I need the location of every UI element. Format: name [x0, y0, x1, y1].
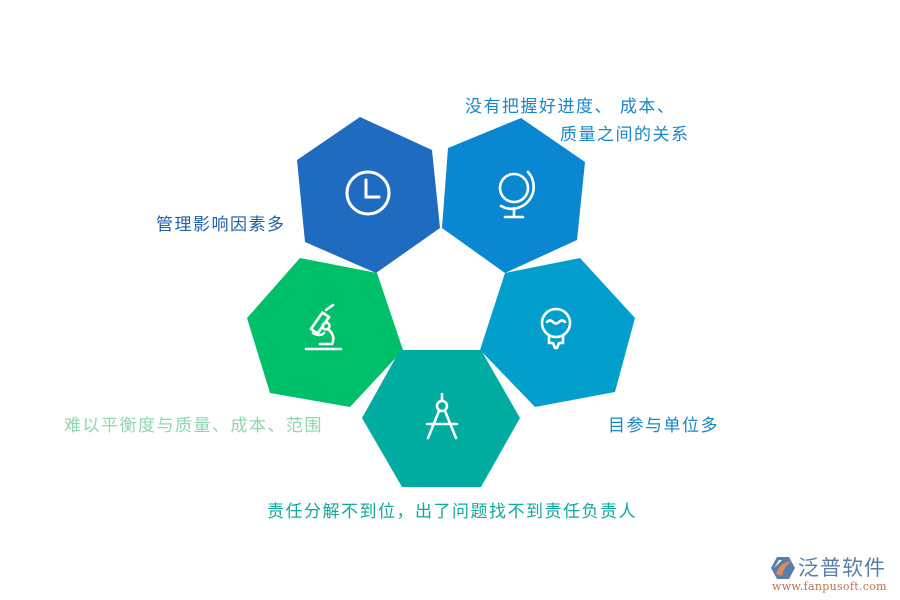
label-progress-cost-quality-line2: 质量之间的关系	[560, 125, 690, 145]
microscope-icon	[304, 303, 343, 351]
fanpu-logo: 泛普软件 www.fanpusoft.com	[770, 552, 895, 597]
hexagon-progress-cost-quality	[442, 118, 585, 273]
label-responsibility: 责任分解不到位，出了问题找不到责任负责人	[267, 502, 637, 522]
clock-icon	[345, 170, 391, 216]
compass-icon	[425, 392, 459, 440]
label-participants: 目参与单位多	[608, 416, 719, 436]
globe-icon	[498, 170, 535, 219]
hexagon-responsibility	[362, 350, 520, 487]
hexagon-management	[297, 117, 440, 273]
lightbulb-icon	[540, 307, 572, 350]
logo-mark-icon	[771, 557, 795, 579]
logo-name: 泛普软件	[798, 556, 886, 580]
label-management: 管理影响因素多	[156, 215, 286, 235]
hexagon-participants	[480, 258, 635, 407]
logo-url: www.fanpusoft.com	[772, 580, 887, 593]
label-progress-cost-quality-line1: 没有把握好进度、 成本、	[465, 97, 676, 117]
label-balance: 难以平衡度与质量、成本、范围	[64, 416, 323, 436]
